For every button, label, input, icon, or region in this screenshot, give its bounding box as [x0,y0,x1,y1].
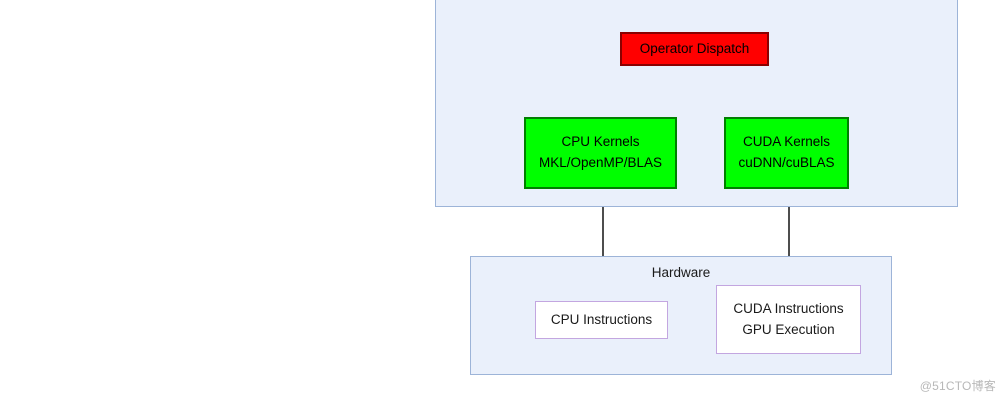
node-cuda-instructions-sublabel: GPU Execution [742,321,835,337]
node-cpu-instructions-label: CPU Instructions [550,311,653,327]
node-cuda-kernels-label: CUDA Kernels [742,134,831,150]
node-operator-dispatch[interactable]: Operator Dispatch [620,32,769,66]
watermark: @51CTO博客 [919,379,996,393]
node-cuda-instructions[interactable]: CUDA Instructions GPU Execution [716,285,861,354]
node-operator-dispatch-label: Operator Dispatch [639,40,750,56]
node-cpu-kernels-label: CPU Kernels [561,134,640,150]
panel-hardware-title: Hardware [651,265,711,280]
node-cuda-kernels-sublabel: cuDNN/cuBLAS [738,155,835,170]
node-cpu-kernels[interactable]: CPU Kernels MKL/OpenMP/BLAS [524,117,677,189]
node-cpu-instructions[interactable]: CPU Instructions [535,301,668,339]
node-cpu-kernels-sublabel: MKL/OpenMP/BLAS [538,155,663,170]
node-cuda-instructions-label: CUDA Instructions [733,300,844,316]
node-cuda-kernels[interactable]: CUDA Kernels cuDNN/cuBLAS [724,117,849,189]
